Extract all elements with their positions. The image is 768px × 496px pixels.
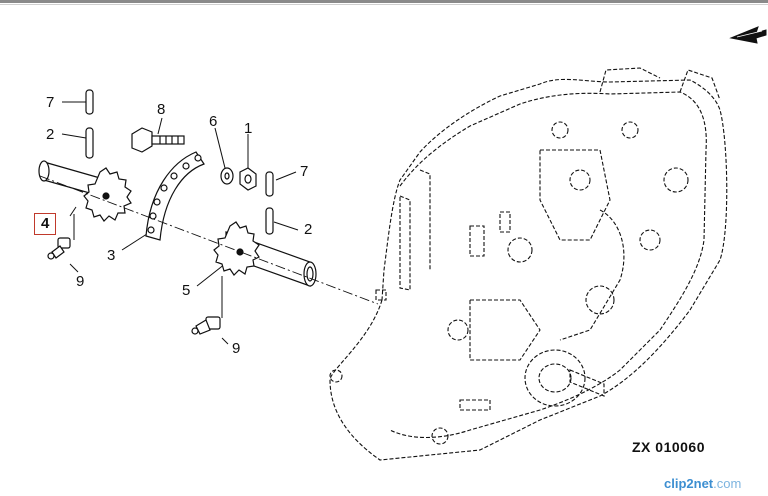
callout-2-left: 2 [46,126,55,143]
callout-7-right: 7 [300,163,309,180]
leader-lines [61,101,299,345]
nut [239,167,257,191]
centre-line [39,175,379,305]
callout-7-left: 7 [46,94,55,111]
grease-fitting-left [47,237,71,260]
dowel-pin-left-top [85,89,94,115]
drive-chain [145,151,205,241]
callout-9-left: 9 [76,273,85,290]
callout-4-highlighted: 4 [34,213,57,235]
callout-1: 1 [244,120,253,137]
window-top-border [0,0,768,3]
callout-9-right: 9 [232,340,241,357]
callout-3: 3 [107,247,116,264]
gearbox-housing [329,67,728,461]
watermark-suffix: .com [713,476,742,491]
grease-fitting-right [191,316,221,335]
window-top-border-shadow [0,4,768,5]
sprocket-right [213,221,260,276]
callout-2-right: 2 [304,221,313,238]
direction-arrow-icon [729,26,767,44]
callout-6: 6 [209,113,218,130]
watermark-brand: clip2net [664,476,714,491]
drawing-code: ZX 010060 [632,439,705,455]
callout-5: 5 [182,282,191,299]
washer [220,167,234,185]
watermark: clip2net.com [664,476,741,491]
dowel-pin-right-top [265,171,274,197]
bolt [131,127,185,153]
callout-8: 8 [157,101,166,118]
dowel-pin-right-bottom [265,207,274,235]
dowel-pin-left-bottom [85,127,94,159]
sprocket-left [83,167,132,222]
